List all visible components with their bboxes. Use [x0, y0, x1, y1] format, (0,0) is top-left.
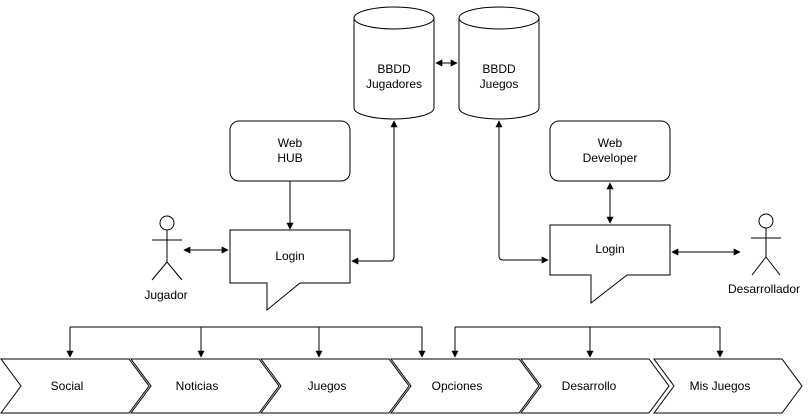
step-mis-juegos: Mis Juegos [653, 358, 803, 414]
database-games: BBDD Juegos [458, 6, 540, 120]
login-right-callout: Login [549, 224, 671, 305]
connector-login-db-players [351, 120, 398, 265]
step-social-label: Social [51, 379, 84, 393]
web-hub-title: Web [278, 136, 303, 150]
web-hub-name: HUB [277, 151, 302, 165]
connectors [66, 59, 741, 358]
actor-developer-icon [751, 213, 781, 276]
step-desarrollo-label: Desarrollo [562, 379, 617, 393]
web-hub-box: Web HUB [229, 120, 351, 182]
step-juegos-label: Juegos [308, 379, 347, 393]
step-desarrollo: Desarrollo [520, 358, 670, 414]
actor-player-icon [151, 215, 183, 281]
database-games-title: BBDD [482, 62, 516, 76]
step-opciones: Opciones [390, 358, 540, 414]
database-games-name: Juegos [480, 77, 519, 91]
actor-developer-label: Desarrollador [728, 282, 800, 296]
actor-player: Jugador [144, 215, 188, 302]
login-right-label: Login [595, 242, 624, 256]
process-steps: Social Noticias Juegos Opciones Desarrol… [0, 358, 803, 414]
step-mis-juegos-label: Mis Juegos [690, 379, 751, 393]
actor-player-label: Jugador [144, 288, 187, 302]
database-players: BBDD Jugadores [353, 6, 435, 120]
step-opciones-label: Opciones [432, 379, 483, 393]
step-juegos: Juegos [260, 358, 410, 414]
actor-developer: Desarrollador [728, 213, 800, 296]
web-developer-box: Web Developer [549, 120, 671, 182]
connector-login-db-games [495, 120, 549, 264]
step-social: Social [0, 358, 150, 414]
database-players-name: Jugadores [366, 77, 422, 91]
login-left-callout: Login [229, 229, 351, 312]
step-noticias-label: Noticias [176, 379, 219, 393]
login-left-label: Login [275, 249, 304, 263]
web-developer-name: Developer [583, 151, 638, 165]
database-players-title: BBDD [377, 62, 411, 76]
web-developer-title: Web [598, 136, 623, 150]
step-noticias: Noticias [130, 358, 280, 414]
